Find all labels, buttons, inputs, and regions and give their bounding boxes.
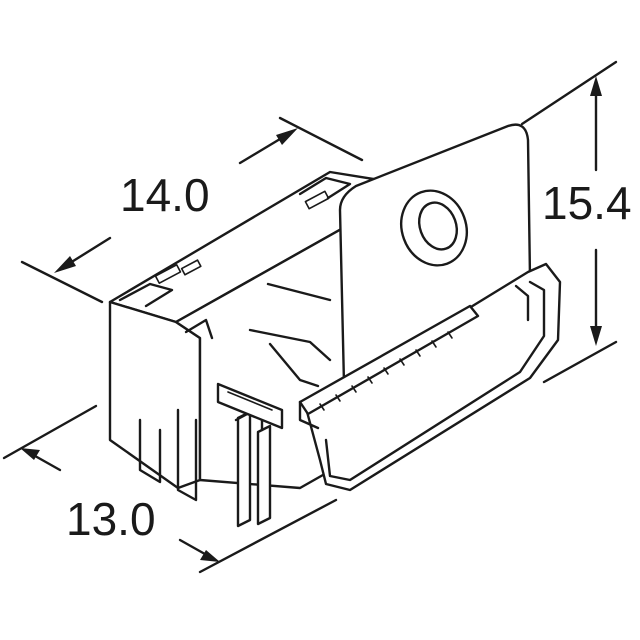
- top-slot-2: [304, 190, 330, 210]
- height-dimension-label: 15.4: [542, 177, 632, 229]
- dimension-lines: [2, 60, 618, 574]
- left-leg: [138, 418, 162, 484]
- shell-latch-left: [298, 400, 320, 430]
- depth-dimension-label: 13.0: [66, 493, 156, 545]
- top-slot-3: [180, 259, 202, 276]
- arrowhead-13-right: [200, 550, 220, 562]
- shell-inner: [324, 280, 546, 482]
- extension-line-15-bottom: [542, 340, 618, 384]
- mounting-tab: [338, 123, 532, 386]
- tab-hole-inner: [417, 201, 459, 251]
- top-notch-front: [118, 282, 174, 308]
- extension-line-15-top: [520, 60, 618, 126]
- extension-line-13-left: [2, 404, 98, 460]
- solder-pin-1: [236, 410, 252, 528]
- shell-outer: [304, 262, 562, 492]
- contact-spring-4: [184, 318, 214, 340]
- top-slot-1: [154, 264, 182, 284]
- extension-line-14-right: [278, 116, 364, 162]
- arrowhead-15-top: [590, 76, 602, 96]
- contact-teeth: [319, 331, 453, 411]
- receptacle-shell: [298, 262, 562, 492]
- extension-line-14-left: [20, 260, 104, 304]
- arrowhead-14-left: [54, 256, 76, 273]
- arrowhead-13-left: [20, 448, 40, 460]
- contact-spring-1: [266, 282, 332, 302]
- side-slot-inner: [227, 391, 273, 411]
- left-solder-tab: [176, 408, 198, 502]
- arrowhead-15-bottom: [590, 326, 602, 346]
- top-notch-rear: [298, 176, 352, 200]
- shell-latch-right: [514, 284, 530, 322]
- contact-spring-2: [248, 328, 332, 362]
- width-dimension-label: 14.0: [120, 169, 210, 221]
- extension-line-13-right: [198, 498, 338, 574]
- arrowhead-14-right: [276, 128, 298, 145]
- contact-strip: [298, 304, 480, 416]
- solder-pin-2: [256, 424, 272, 526]
- contact-spring-3: [268, 342, 320, 388]
